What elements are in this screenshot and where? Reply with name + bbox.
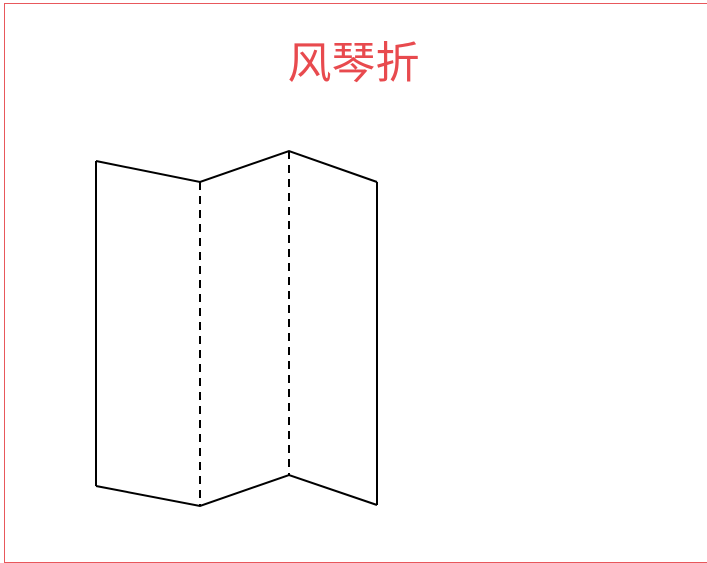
diagram-frame xyxy=(4,3,707,563)
fold-outline-bottom xyxy=(95,473,378,508)
diagram-title: 风琴折 xyxy=(287,38,420,89)
fold-outline-top xyxy=(95,149,378,184)
